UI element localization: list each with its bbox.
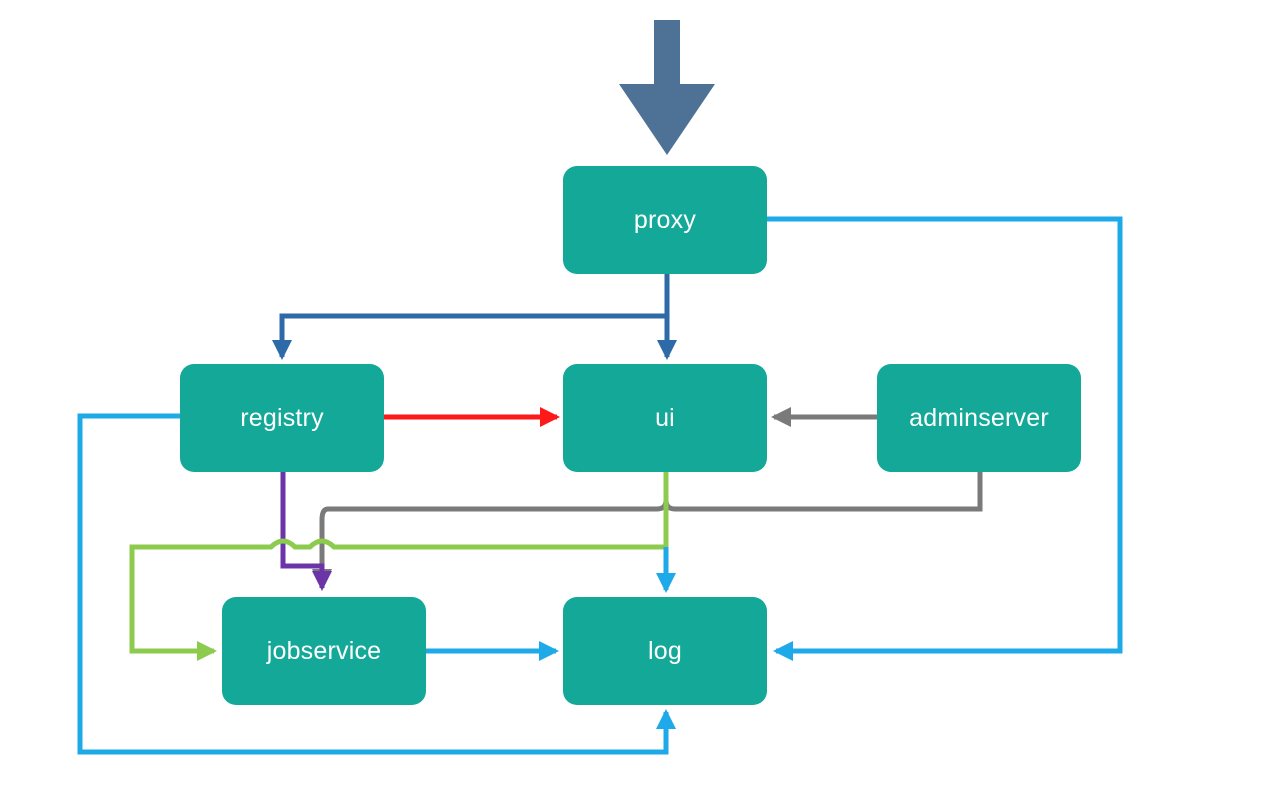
ui-label: ui	[655, 403, 675, 432]
registry-node: registry	[180, 364, 384, 472]
edge-registry-jobservice	[280, 472, 332, 591]
jobservice-node: jobservice	[222, 597, 426, 705]
edge-proxy-registry	[272, 313, 667, 360]
ui-node: ui	[563, 364, 767, 472]
log-node: log	[563, 597, 767, 705]
edge-registry-log	[77, 413, 676, 755]
entry-arrow	[619, 20, 715, 155]
adminserver-label: adminserver	[909, 403, 1049, 432]
registry-label: registry	[240, 403, 324, 432]
adminserver-node: adminserver	[877, 364, 1081, 472]
proxy-label: proxy	[633, 205, 697, 234]
edge-adminserver-jobservice	[312, 472, 983, 589]
jobservice-label: jobservice	[266, 636, 382, 665]
proxy-node: proxy	[563, 166, 767, 274]
log-label: log	[648, 636, 682, 665]
edge-proxy-log	[767, 216, 1123, 661]
edge-ui-jobservice	[129, 472, 669, 661]
